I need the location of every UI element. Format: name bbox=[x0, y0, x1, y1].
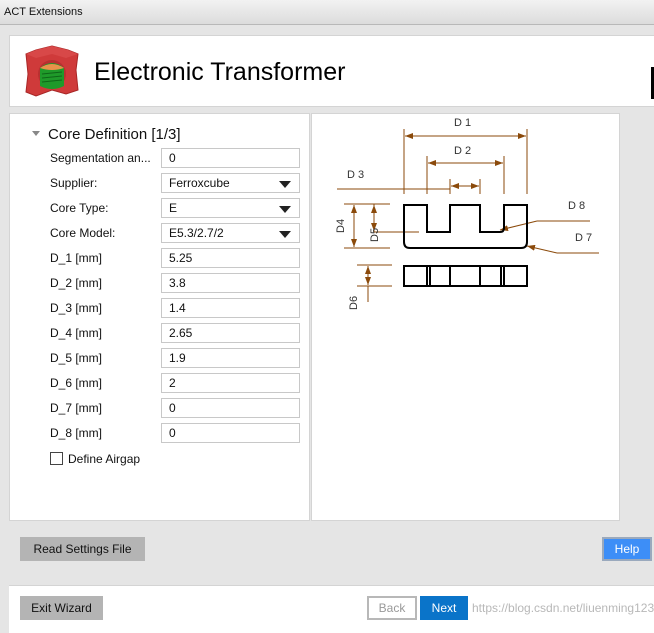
field-value: 0 bbox=[169, 426, 176, 440]
field-value: 2 bbox=[169, 376, 176, 390]
i-core-shape bbox=[403, 265, 528, 287]
field-label: Core Model: bbox=[50, 226, 116, 240]
field-value: 5.25 bbox=[169, 251, 193, 265]
checkbox-box[interactable] bbox=[50, 452, 63, 465]
header-divider bbox=[651, 67, 654, 99]
field-label: D_4 [mm] bbox=[50, 326, 103, 340]
field-input[interactable]: 1.4 bbox=[161, 298, 300, 318]
field-label: D_2 [mm] bbox=[50, 276, 103, 290]
field-label: D_1 [mm] bbox=[50, 251, 103, 265]
next-button[interactable]: Next bbox=[420, 596, 468, 620]
transformer-core-icon bbox=[25, 45, 79, 97]
page-title: Electronic Transformer bbox=[94, 58, 346, 86]
wizard-header: Electronic Transformer bbox=[9, 35, 654, 107]
collapse-triangle-icon[interactable] bbox=[32, 130, 40, 136]
field-row: D_5 [mm] 1.9 bbox=[50, 348, 305, 368]
field-value: 3.8 bbox=[169, 276, 186, 290]
field-row: D_4 [mm] 2.65 bbox=[50, 323, 305, 343]
field-row: Core Model: E5.3/2.7/2 bbox=[50, 223, 305, 243]
field-row: D_2 [mm] 3.8 bbox=[50, 273, 305, 293]
label-d6: D6 bbox=[348, 296, 360, 310]
define-airgap-label: Define Airgap bbox=[68, 452, 141, 466]
field-value: 1.9 bbox=[169, 351, 186, 365]
field-row: Segmentation an... 0 bbox=[50, 148, 305, 168]
field-label: Segmentation an... bbox=[50, 151, 151, 165]
label-d8: D 8 bbox=[568, 200, 585, 212]
field-dropdown[interactable]: E bbox=[161, 198, 300, 218]
field-input[interactable]: 0 bbox=[161, 398, 300, 418]
field-value: 2.65 bbox=[169, 326, 193, 340]
watermark-text: https://blog.csdn.net/liuenming123 bbox=[472, 601, 654, 615]
label-d4: D4 bbox=[335, 219, 347, 233]
field-input[interactable]: 0 bbox=[161, 423, 300, 443]
label-d2: D 2 bbox=[454, 145, 471, 157]
field-value: Ferroxcube bbox=[169, 176, 230, 190]
field-value: 0 bbox=[169, 401, 176, 415]
chevron-down-icon[interactable] bbox=[279, 206, 291, 213]
field-label: D_8 [mm] bbox=[50, 426, 103, 440]
back-button[interactable]: Back bbox=[367, 596, 417, 620]
exit-wizard-button[interactable]: Exit Wizard bbox=[20, 596, 103, 620]
chevron-down-icon[interactable] bbox=[279, 231, 291, 238]
field-label: Supplier: bbox=[50, 176, 98, 190]
core-diagram-panel: D 1 D 2 D 3 D 8 D 7 D4 D5 D6 bbox=[311, 113, 620, 521]
field-input[interactable]: 2.65 bbox=[161, 323, 300, 343]
field-row: Core Type: E bbox=[50, 198, 305, 218]
window-titlebar: ACT Extensions bbox=[0, 0, 654, 25]
field-label: Core Type: bbox=[50, 201, 109, 215]
field-row: Supplier: Ferroxcube bbox=[50, 173, 305, 193]
field-row: D_8 [mm] 0 bbox=[50, 423, 305, 443]
field-row: D_3 [mm] 1.4 bbox=[50, 298, 305, 318]
label-d7: D 7 bbox=[575, 232, 592, 244]
e-core-shape bbox=[403, 204, 528, 249]
field-input[interactable]: 0 bbox=[161, 148, 300, 168]
label-d3: D 3 bbox=[347, 169, 364, 181]
field-label: D_3 [mm] bbox=[50, 301, 103, 315]
properties-panel: Core Definition [1/3] Segmentation an...… bbox=[9, 113, 310, 521]
dimension-lines bbox=[337, 129, 599, 302]
help-button[interactable]: Help bbox=[602, 537, 652, 561]
field-row: D_7 [mm] 0 bbox=[50, 398, 305, 418]
field-value: 0 bbox=[169, 151, 176, 165]
e-core-dimension-diagram: D 1 D 2 D 3 D 8 D 7 D4 D5 D6 bbox=[335, 117, 599, 310]
label-d5: D5 bbox=[369, 228, 381, 242]
wizard-footer bbox=[9, 585, 654, 633]
field-input[interactable]: 2 bbox=[161, 373, 300, 393]
field-value: E bbox=[169, 201, 178, 215]
field-dropdown[interactable]: Ferroxcube bbox=[161, 173, 300, 193]
field-input[interactable]: 1.9 bbox=[161, 348, 300, 368]
field-row: D_1 [mm] 5.25 bbox=[50, 248, 305, 268]
label-d1: D 1 bbox=[454, 117, 471, 129]
chevron-down-icon[interactable] bbox=[279, 181, 291, 188]
field-label: D_5 [mm] bbox=[50, 351, 103, 365]
section-title: Core Definition [1/3] bbox=[48, 126, 181, 143]
field-input[interactable]: 5.25 bbox=[161, 248, 300, 268]
section-core-definition[interactable]: Core Definition [1/3] bbox=[32, 126, 181, 143]
field-label: D_6 [mm] bbox=[50, 376, 103, 390]
window-title: ACT Extensions bbox=[4, 6, 83, 18]
field-value: 1.4 bbox=[169, 301, 186, 315]
field-value: E5.3/2.7/2 bbox=[169, 226, 224, 240]
read-settings-file-button[interactable]: Read Settings File bbox=[20, 537, 145, 561]
field-input[interactable]: 3.8 bbox=[161, 273, 300, 293]
field-row: D_6 [mm] 2 bbox=[50, 373, 305, 393]
field-dropdown[interactable]: E5.3/2.7/2 bbox=[161, 223, 300, 243]
field-label: D_7 [mm] bbox=[50, 401, 103, 415]
